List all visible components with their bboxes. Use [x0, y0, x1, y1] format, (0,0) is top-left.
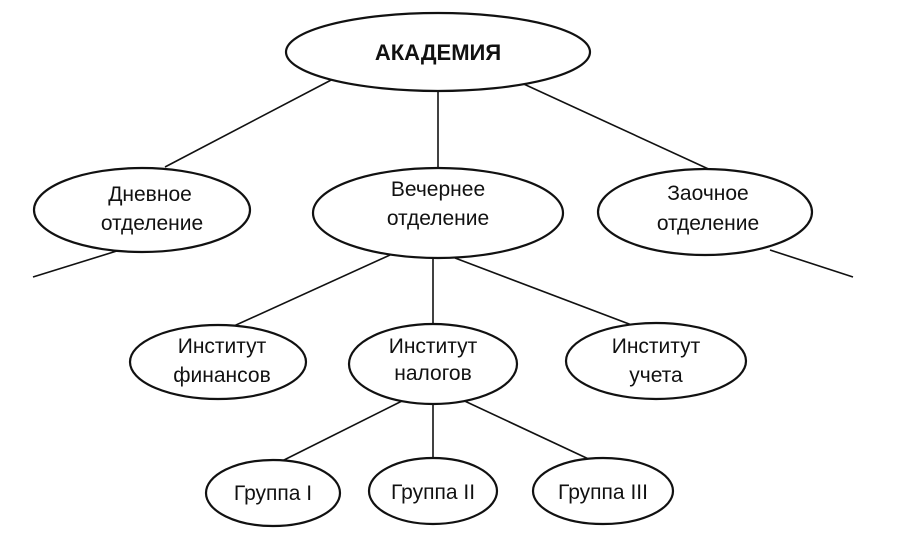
- edge-nalogov-group1: [279, 396, 411, 463]
- node-akademiya-label: АКАДЕМИЯ: [375, 40, 501, 65]
- node-institut-nalogov: Институт налогов: [347, 322, 519, 406]
- node-zaochnoe-line1: Заочное: [667, 182, 748, 205]
- node-zaochnoe-line2: отделение: [657, 212, 759, 235]
- edge-nalogov-group3: [455, 396, 596, 463]
- edge-zaochnoe-stub: [769, 249, 854, 278]
- node-gruppa-2-label: Группа II: [391, 481, 475, 504]
- node-gruppa-3: Группа III: [531, 456, 675, 526]
- node-institut-ucheta: Институт учета: [564, 321, 748, 401]
- node-vechernee-line2: отделение: [387, 207, 489, 230]
- edge-root-dnevnoe: [164, 77, 336, 168]
- node-ucheta-line1: Институт: [612, 335, 701, 358]
- node-nalogov-line2: налогов: [394, 362, 471, 385]
- node-finansov-line1: Институт: [178, 335, 267, 358]
- node-gruppa-1-label: Группа I: [234, 482, 312, 505]
- node-gruppa-2: Группа II: [367, 456, 499, 526]
- node-vechernee-line1: Вечернее: [391, 178, 485, 201]
- node-zaochnoe-otdelenie: Заочное отделение: [596, 167, 814, 257]
- node-dnevnoe-otdelenie: Дневное отделение: [32, 166, 252, 254]
- node-gruppa-1: Группа I: [204, 458, 342, 528]
- node-dnevnoe-line2: отделение: [101, 212, 203, 235]
- edge-root-zaochnoe: [514, 79, 716, 173]
- node-dnevnoe-line1: Дневное: [108, 183, 192, 206]
- node-finansov-line2: финансов: [173, 364, 270, 387]
- edge-vechernee-ucheta: [454, 257, 646, 331]
- node-gruppa-3-label: Группа III: [558, 481, 648, 504]
- edges: [32, 77, 854, 463]
- node-akademiya: АКАДЕМИЯ: [284, 11, 592, 93]
- node-ucheta-line2: учета: [629, 364, 683, 387]
- node-vechernee-otdelenie: Вечернее отделение: [311, 166, 565, 260]
- node-institut-finansov: Институт финансов: [128, 323, 308, 401]
- edge-dnevnoe-stub: [32, 249, 121, 278]
- edge-vechernee-finansov: [224, 254, 391, 331]
- node-nalogov-line1: Институт: [389, 335, 478, 358]
